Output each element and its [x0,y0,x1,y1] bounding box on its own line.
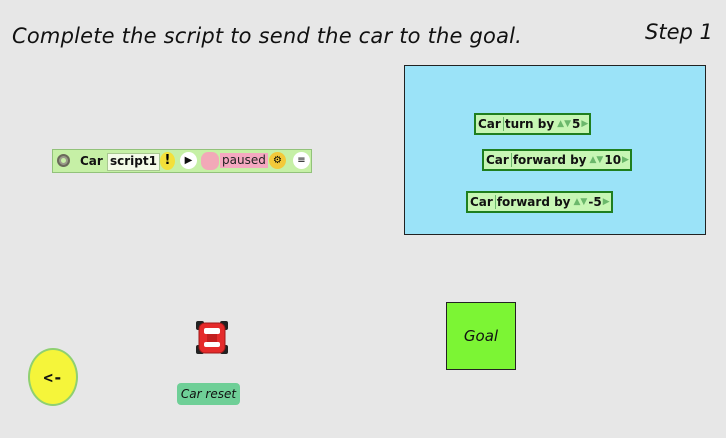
script-toggle-icon[interactable] [57,154,70,167]
tile-object: Car [484,153,512,167]
stepper-arrows-icon[interactable]: ▲▼ [589,155,604,165]
tile-command: forward by [512,153,587,167]
stepper-arrows-icon[interactable]: ▲▼ [573,197,588,207]
car-reset-button[interactable]: Car reset [177,383,240,405]
menu-icon[interactable]: ≡ [293,152,310,169]
settings-icon[interactable]: ⚙ [269,152,286,169]
tile-value-field[interactable]: ▲▼ 10 ▶ [588,153,630,167]
script-status[interactable]: paused [220,153,268,168]
tile-value-field[interactable]: ▲▼ -5 ▶ [572,195,611,209]
goal-label: Goal [463,327,499,345]
script-playfield: Car turn by ▲▼ 5 ▶ Car forward by ▲▼ 10 … [404,65,706,235]
chevron-right-icon[interactable]: ▶ [581,119,589,129]
chevron-right-icon[interactable]: ▶ [622,155,629,165]
instruction-text: Complete the script to send the car to t… [12,24,523,48]
back-arrow-icon: <- [43,367,63,387]
tile-forward-1[interactable]: Car forward by ▲▼ 10 ▶ [482,149,632,171]
tile-forward-2[interactable]: Car forward by ▲▼ -5 ▶ [466,191,613,213]
tile-turn[interactable]: Car turn by ▲▼ 5 ▶ [474,113,592,135]
step-label: Step 1 [645,20,713,44]
tile-value[interactable]: 10 [604,153,622,167]
script-name-field[interactable]: script1 [107,153,160,171]
script-object-name: Car [80,154,103,168]
tile-value[interactable]: 5 [572,117,581,131]
chevron-right-icon[interactable]: ▶ [602,197,610,207]
goal-object[interactable]: Goal [446,302,516,370]
ticker-icon[interactable] [201,152,219,170]
back-button[interactable]: <- [28,348,78,406]
car-icon[interactable] [195,318,229,358]
tile-value-field[interactable]: ▲▼ 5 ▶ [556,117,590,131]
stepper-arrows-icon[interactable]: ▲▼ [557,119,572,129]
tile-command: turn by [504,117,555,131]
script-header: Car script1 ! ▶ paused ⚙ ≡ [52,149,312,173]
tile-object: Car [468,195,496,209]
tile-value[interactable]: -5 [588,195,602,209]
tile-command: forward by [496,195,571,209]
car-reset-label: Car reset [180,387,237,401]
step-button[interactable]: ▶ [180,152,197,169]
run-once-button[interactable]: ! [160,152,175,170]
tile-object: Car [476,117,504,131]
